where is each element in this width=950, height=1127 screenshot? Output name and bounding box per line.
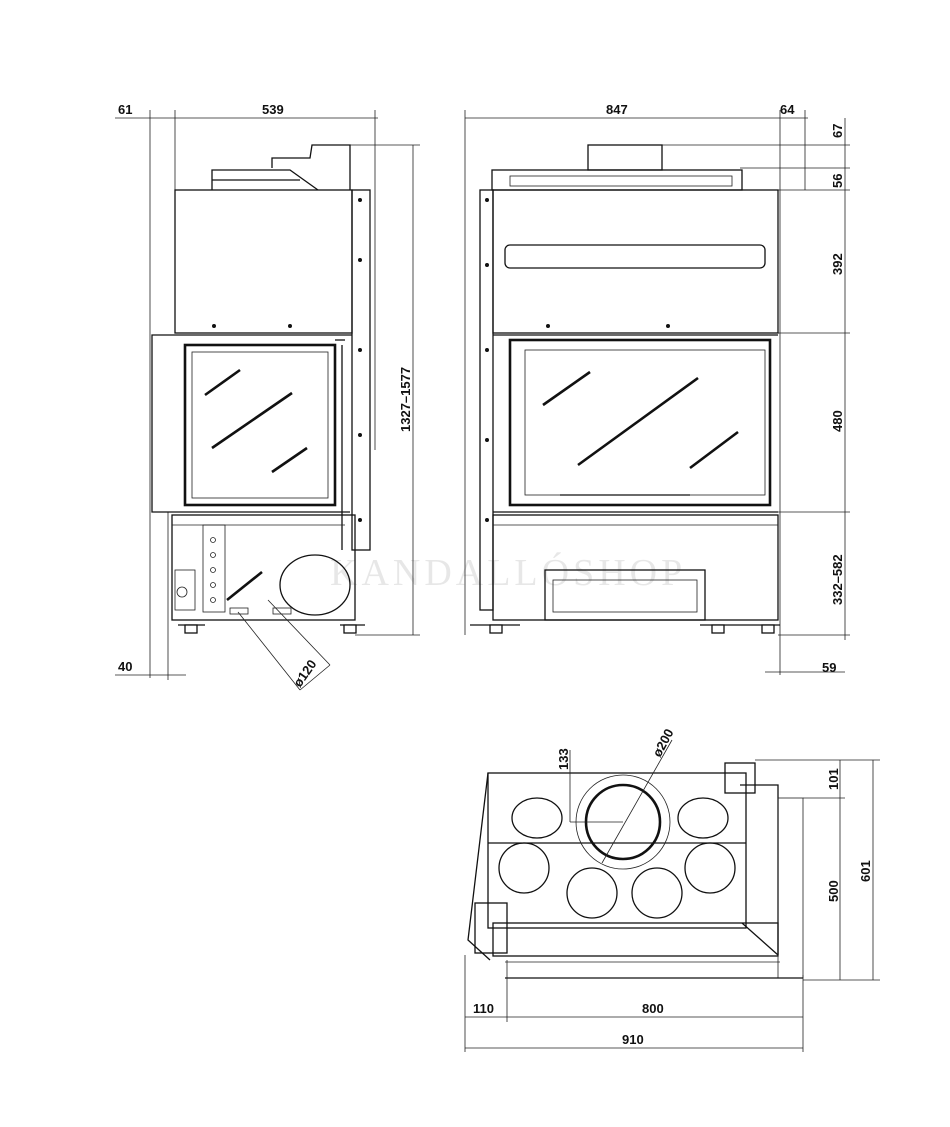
dim-top-110: 110 (473, 1001, 494, 1016)
dim-side-pipe: ø120 (290, 657, 319, 690)
watermark: KANDALLÓSHOP (330, 552, 686, 594)
dim-front-width: 847 (606, 102, 628, 117)
dim-front-upper: 392 (830, 253, 845, 275)
dim-top-101: 101 (826, 768, 841, 790)
side-view: 61 539 40 1327–1577 (115, 102, 420, 691)
dim-top-flue: ø200 (649, 726, 676, 759)
front-view: 847 64 67 56 392 480 332–582 59 (464, 102, 850, 675)
dim-front-flue: 67 (830, 124, 845, 138)
dim-front-trim: 56 (830, 174, 845, 188)
dim-front-bottom-offset: 59 (822, 660, 836, 675)
dim-top-601: 601 (858, 860, 873, 882)
dim-top-133: 133 (556, 748, 571, 770)
dim-side-height: 1327–1577 (398, 367, 413, 432)
dim-front-side: 64 (780, 102, 795, 117)
dim-front-base: 332–582 (830, 554, 845, 605)
dim-top-800: 800 (642, 1001, 664, 1016)
dim-top-500: 500 (826, 880, 841, 902)
dim-top-910: 910 (622, 1032, 644, 1047)
top-view: 133 ø200 101 500 601 110 800 910 (464, 726, 880, 1052)
dim-side-left-offset: 61 (118, 102, 132, 117)
dim-front-glass: 480 (830, 410, 845, 432)
dim-side-bottom-offset: 40 (118, 659, 132, 674)
dim-side-width: 539 (262, 102, 284, 117)
